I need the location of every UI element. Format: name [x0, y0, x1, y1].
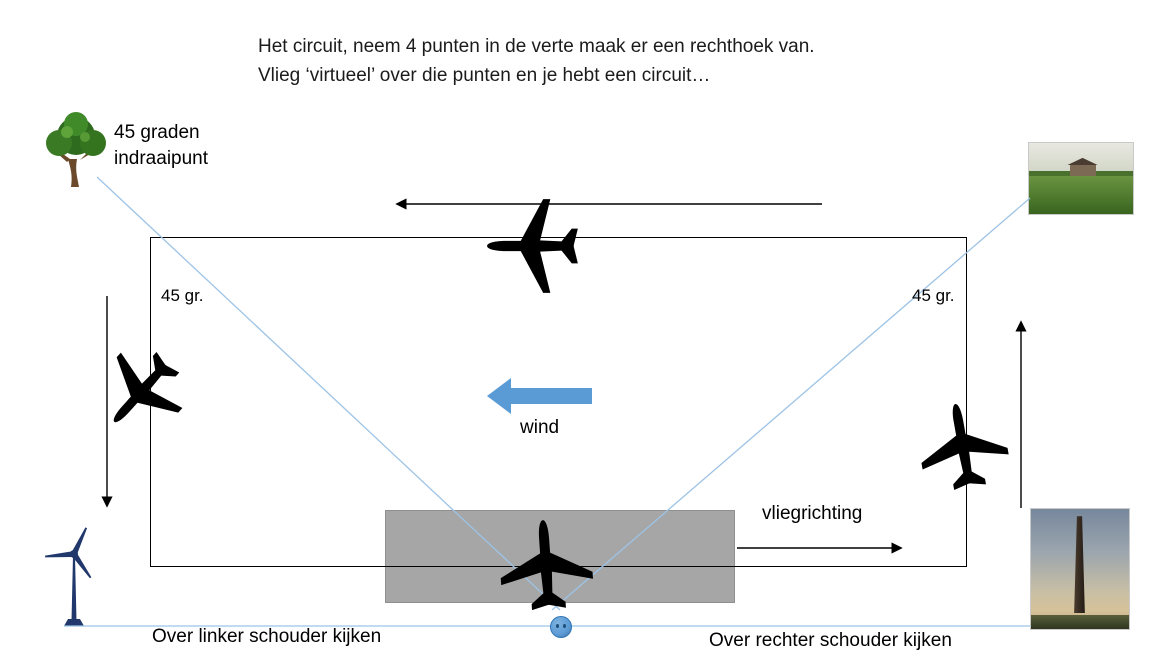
look-right-shoulder-label: Over rechter schouder kijken	[709, 630, 952, 651]
title-line-1: Het circuit, neem 4 punten in de verte m…	[258, 36, 815, 57]
turn-point-label: 45 graden indraaipunt	[114, 122, 209, 169]
pilot-eye-right	[563, 624, 566, 628]
flight-direction-label: vliegrichting	[762, 503, 863, 524]
chimney-photo	[1030, 508, 1130, 630]
title: Het circuit, neem 4 punten in de verte m…	[258, 32, 815, 90]
farm-roof	[1067, 157, 1098, 165]
chimney-stack	[1074, 516, 1085, 614]
angle-left-label: 45 gr.	[161, 286, 204, 305]
pilot-eye-left	[556, 624, 559, 628]
wind-label: wind	[520, 417, 560, 438]
tree-icon	[46, 112, 106, 187]
look-left-shoulder-label: Over linker schouder kijken	[152, 626, 382, 647]
title-line-2: Vlieg ‘virtueel’ over die punten en je h…	[258, 65, 711, 86]
pilot-head-icon	[550, 616, 572, 638]
farm-house	[1069, 163, 1096, 176]
chimney-ground	[1031, 614, 1129, 629]
farm-field	[1029, 175, 1133, 214]
farmhouse-photo	[1028, 142, 1134, 215]
angle-right-label: 45 gr.	[912, 286, 955, 305]
wind-turbine-icon	[45, 527, 92, 626]
